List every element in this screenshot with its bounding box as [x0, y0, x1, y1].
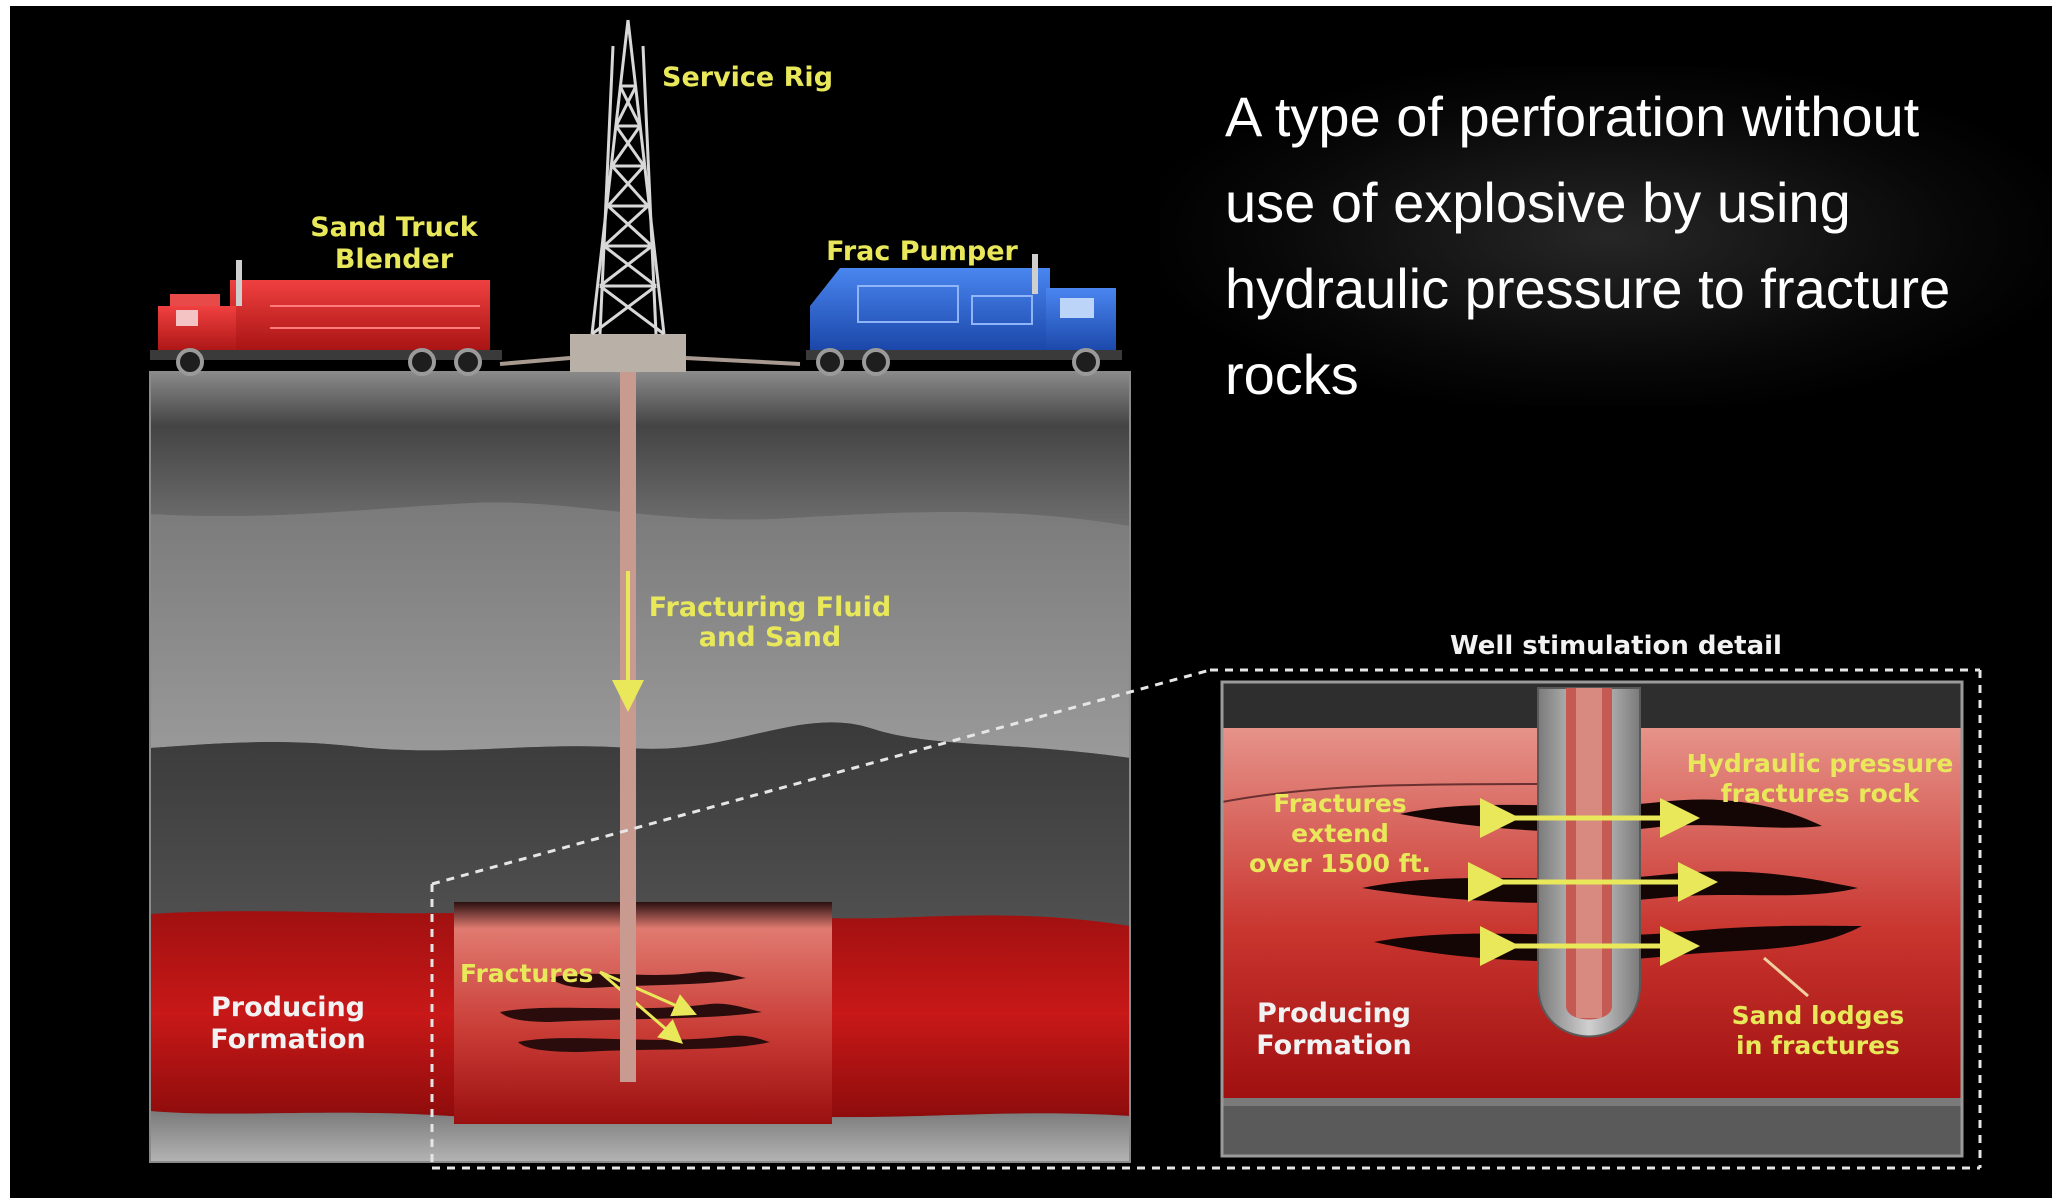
- service-rig: [499, 19, 801, 372]
- sand-truck-label-2: Blender: [335, 244, 454, 275]
- producing-label-2: Formation: [210, 1024, 366, 1055]
- sand-label-2: in fractures: [1736, 1031, 1900, 1060]
- detail-callout-lines: [430, 668, 1982, 1170]
- service-rig-label: Service Rig: [662, 62, 833, 93]
- sand-truck-blender: [150, 260, 502, 376]
- slide: Service Rig Sand Truck Blender Frac Pump…: [10, 6, 2052, 1198]
- hydraulic-fracturing-diagram: Service Rig Sand Truck Blender Frac Pump…: [149, 19, 1982, 1170]
- sand-pointer: [1763, 956, 1809, 998]
- extend-label-2: extend: [1291, 819, 1389, 848]
- fluid-label-1: Fracturing Fluid: [649, 592, 891, 623]
- producing-label-1: Producing: [211, 992, 365, 1023]
- rock-layer-2: [150, 502, 1130, 758]
- detail-title: Well stimulation detail: [1450, 631, 1782, 661]
- diagram-labels: Service Rig Sand Truck Blender Frac Pump…: [210, 62, 1953, 1061]
- extend-label-1: Fractures: [1273, 789, 1406, 818]
- extend-label-3: over 1500 ft.: [1249, 849, 1431, 878]
- rock-layer-3: [150, 722, 1130, 926]
- hydraulic-label-1: Hydraulic pressure: [1687, 749, 1954, 778]
- hydraulic-label-2: fractures rock: [1721, 779, 1921, 808]
- pressure-arrows: [1468, 798, 1718, 966]
- detail-producing-label-1: Producing: [1257, 998, 1411, 1029]
- sand-label-1: Sand lodges: [1732, 1001, 1905, 1030]
- base-rock-layer: [150, 1111, 1130, 1162]
- caption-backdrop: [1160, 66, 2052, 406]
- fluid-label-2: and Sand: [699, 622, 841, 653]
- slide-caption: A type of perforation without use of exp…: [1225, 85, 1951, 406]
- detail-producing-label-2: Formation: [1256, 1030, 1412, 1061]
- well-stimulation-detail-panel: [1220, 680, 1964, 1158]
- fractures-label: Fractures: [460, 959, 593, 988]
- frac-pumper: [806, 254, 1122, 376]
- frac-pumper-label: Frac Pumper: [826, 236, 1018, 267]
- surface-layer: [150, 372, 1130, 526]
- fracture-zone-inset: [454, 902, 832, 1124]
- sand-truck-label-1: Sand Truck: [310, 212, 479, 243]
